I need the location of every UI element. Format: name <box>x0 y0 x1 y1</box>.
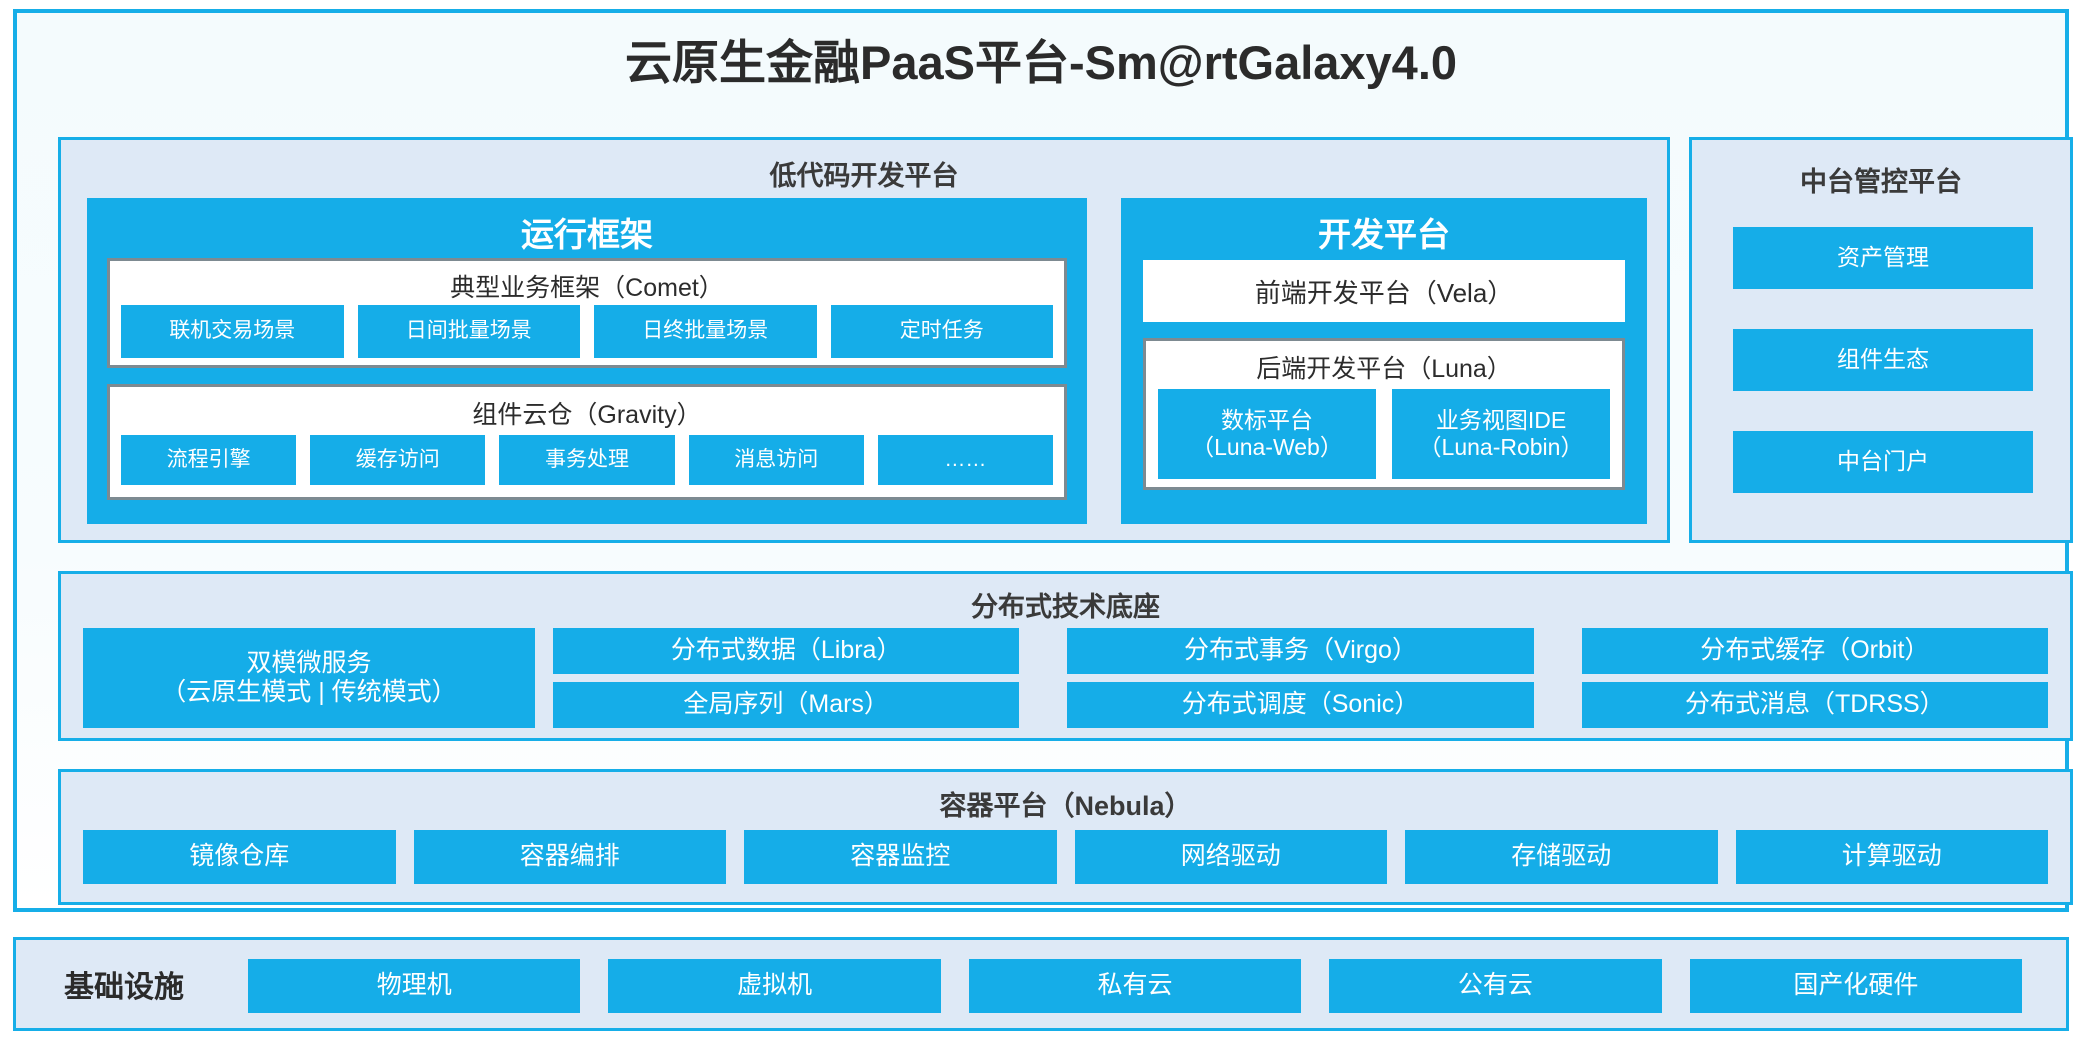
comet-item-scheduled-task[interactable]: 定时任务 <box>830 305 1053 358</box>
container-item-network-driver[interactable]: 网络驱动 <box>1074 830 1387 884</box>
gravity-item-cache-access[interactable]: 缓存访问 <box>310 435 486 485</box>
infrastructure-panel: 基础设施 物理机 虚拟机 私有云 公有云 国产化硬件 <box>13 937 2069 1031</box>
gravity-item-process-engine[interactable]: 流程引擎 <box>121 435 297 485</box>
tech-item-orbit[interactable]: 分布式缓存（Orbit） <box>1581 628 2048 674</box>
dual-mode-microservice-block[interactable]: 双模微服务 （云原生模式 | 传统模式） <box>83 628 535 728</box>
tech-item-mars[interactable]: 全局序列（Mars） <box>553 682 1020 728</box>
tech-item-libra[interactable]: 分布式数据（Libra） <box>553 628 1020 674</box>
luna-item-luna-robin[interactable]: 业务视图IDE （Luna-Robin） <box>1392 389 1610 479</box>
comet-title: 典型业务框架（Comet） <box>450 274 724 302</box>
runtime-framework-title: 运行框架 <box>521 216 653 253</box>
comet-card: 典型业务框架（Comet） 联机交易场景 日间批量场景 日终批量场景 定时任务 <box>107 258 1067 368</box>
container-platform-panel: 容器平台（Nebula） 镜像仓库 容器编排 容器监控 网络驱动 存储驱动 计算… <box>58 769 2073 905</box>
infrastructure-item-domestic-hardware[interactable]: 国产化硬件 <box>1689 959 2023 1013</box>
container-item-monitoring[interactable]: 容器监控 <box>744 830 1057 884</box>
infrastructure-item-private-cloud[interactable]: 私有云 <box>968 959 1302 1013</box>
container-items-row: 镜像仓库 容器编排 容器监控 网络驱动 存储驱动 计算驱动 <box>83 830 2048 884</box>
tech-base-column-2: 分布式事务（Virgo） 分布式调度（Sonic） <box>1067 628 1534 728</box>
comet-items-row: 联机交易场景 日间批量场景 日终批量场景 定时任务 <box>121 305 1053 358</box>
container-item-orchestration[interactable]: 容器编排 <box>413 830 726 884</box>
frontend-platform-vela[interactable]: 前端开发平台（Vela） <box>1143 260 1625 322</box>
container-item-image-registry[interactable]: 镜像仓库 <box>83 830 396 884</box>
luna-item-luna-web[interactable]: 数标平台 （Luna-Web） <box>1158 389 1376 479</box>
luna-items-row: 数标平台 （Luna-Web） 业务视图IDE （Luna-Robin） <box>1158 389 1610 479</box>
page-title: 云原生金融PaaS平台-Sm@rtGalaxy4.0 <box>624 36 1458 89</box>
tech-base-column-1: 分布式数据（Libra） 全局序列（Mars） <box>553 628 1020 728</box>
tech-base-grid: 分布式数据（Libra） 全局序列（Mars） 分布式事务（Virgo） 分布式… <box>553 628 2048 728</box>
development-platform-title: 开发平台 <box>1318 216 1450 253</box>
tech-item-tdrss[interactable]: 分布式消息（TDRSS） <box>1581 682 2048 728</box>
tech-item-virgo[interactable]: 分布式事务（Virgo） <box>1067 628 1534 674</box>
development-platform-section: 开发平台 前端开发平台（Vela） 后端开发平台（Luna） 数标平台 （Lun… <box>1121 198 1647 524</box>
comet-item-eod-batch[interactable]: 日终批量场景 <box>594 305 817 358</box>
gravity-card: 组件云仓（Gravity） 流程引擎 缓存访问 事务处理 消息访问 …… <box>107 384 1067 500</box>
luna-web-name: 数标平台 <box>1221 406 1313 433</box>
management-platform-panel: 中台管控平台 资产管理 组件生态 中台门户 <box>1689 137 2073 543</box>
luna-web-code: （Luna-Web） <box>1191 434 1343 460</box>
gravity-item-transaction-processing[interactable]: 事务处理 <box>499 435 675 485</box>
infrastructure-items-row: 物理机 虚拟机 私有云 公有云 国产化硬件 <box>248 959 2023 1013</box>
tech-item-sonic[interactable]: 分布式调度（Sonic） <box>1067 682 1534 728</box>
low-code-platform-panel: 低代码开发平台 运行框架 典型业务框架（Comet） 联机交易场景 日间批量场景… <box>58 137 1670 543</box>
comet-item-intraday-batch[interactable]: 日间批量场景 <box>357 305 580 358</box>
low-code-platform-title: 低代码开发平台 <box>769 161 959 191</box>
management-item-portal[interactable]: 中台门户 <box>1733 431 2033 493</box>
infrastructure-title: 基础设施 <box>64 971 184 1004</box>
gravity-item-message-access[interactable]: 消息访问 <box>688 435 864 485</box>
runtime-framework-section: 运行框架 典型业务框架（Comet） 联机交易场景 日间批量场景 日终批量场景 … <box>87 198 1087 524</box>
dual-mode-line2: （云原生模式 | 传统模式） <box>161 678 457 706</box>
management-item-asset-management[interactable]: 资产管理 <box>1733 227 2033 289</box>
management-item-component-ecosystem[interactable]: 组件生态 <box>1733 329 2033 391</box>
backend-platform-luna-title: 后端开发平台（Luna） <box>1256 355 1512 383</box>
container-platform-title: 容器平台（Nebula） <box>939 791 1192 821</box>
comet-item-online-transaction[interactable]: 联机交易场景 <box>121 305 344 358</box>
gravity-title: 组件云仓（Gravity） <box>472 401 702 429</box>
luna-robin-name: 业务视图IDE <box>1435 406 1567 433</box>
infrastructure-item-physical-machine[interactable]: 物理机 <box>248 959 581 1013</box>
management-platform-title: 中台管控平台 <box>1800 167 1962 197</box>
container-item-storage-driver[interactable]: 存储驱动 <box>1405 830 1718 884</box>
infrastructure-item-virtual-machine[interactable]: 虚拟机 <box>608 959 941 1013</box>
dual-mode-line1: 双模微服务 <box>246 648 372 677</box>
gravity-item-more[interactable]: …… <box>877 435 1054 485</box>
distributed-tech-base-title: 分布式技术底座 <box>971 592 1160 622</box>
backend-platform-luna-card: 后端开发平台（Luna） 数标平台 （Luna-Web） 业务视图IDE （Lu… <box>1143 338 1625 490</box>
infrastructure-item-public-cloud[interactable]: 公有云 <box>1329 959 1662 1013</box>
platform-frame: 云原生金融PaaS平台-Sm@rtGalaxy4.0 低代码开发平台 运行框架 … <box>13 9 2073 912</box>
luna-robin-code: （Luna-Robin） <box>1418 434 1584 460</box>
container-item-compute-driver[interactable]: 计算驱动 <box>1735 830 2048 884</box>
distributed-tech-base-panel: 分布式技术底座 双模微服务 （云原生模式 | 传统模式） 分布式数据（Libra… <box>58 571 2073 741</box>
tech-base-column-3: 分布式缓存（Orbit） 分布式消息（TDRSS） <box>1581 628 2048 728</box>
gravity-items-row: 流程引擎 缓存访问 事务处理 消息访问 …… <box>121 435 1054 485</box>
